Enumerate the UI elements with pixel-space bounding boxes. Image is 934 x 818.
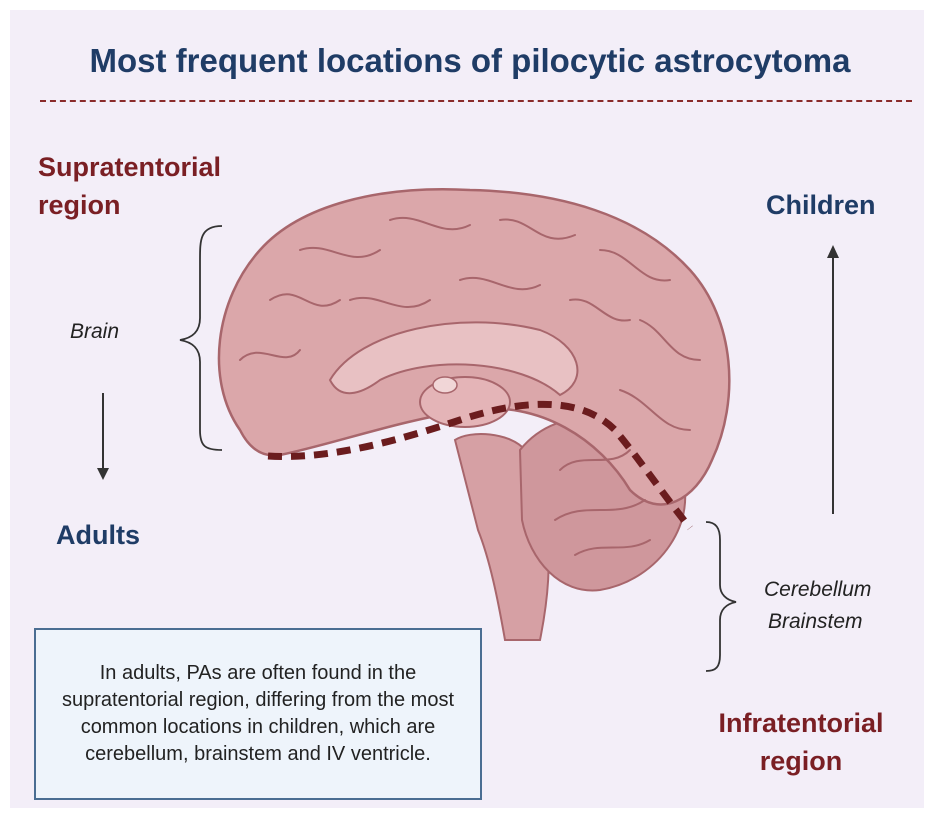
- note-box: In adults, PAs are often found in the su…: [34, 628, 482, 800]
- infratentorial-line1: Infratentorial: [706, 704, 896, 742]
- midbrain-dot: [433, 377, 457, 393]
- adults-label: Adults: [56, 520, 140, 551]
- arrow-up-icon: [827, 245, 839, 514]
- posterior-structures-label: Cerebellum Brainstem: [764, 574, 871, 638]
- supratentorial-line1: Supratentorial: [38, 148, 221, 186]
- infratentorial-label: Infratentorial region: [706, 704, 896, 780]
- brace-icon: [706, 522, 736, 671]
- note-text: In adults, PAs are often found in the su…: [58, 660, 458, 768]
- supratentorial-label: Supratentorial region: [38, 148, 221, 224]
- brain-label: Brain: [70, 320, 119, 344]
- children-label: Children: [766, 190, 876, 221]
- arrow-down-icon: [97, 393, 109, 480]
- infratentorial-line2: region: [706, 742, 896, 780]
- brainstem-label: Brainstem: [764, 606, 871, 638]
- brace-icon: [180, 226, 222, 450]
- supratentorial-line2: region: [38, 186, 221, 224]
- cerebellum-label: Cerebellum: [764, 574, 871, 606]
